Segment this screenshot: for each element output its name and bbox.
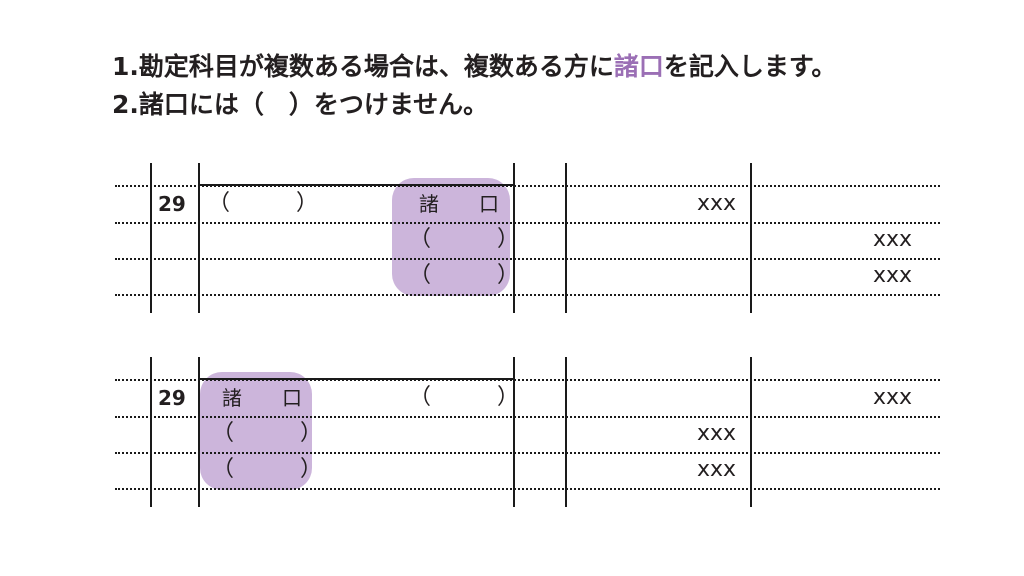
credit-account-row-2: （ ） [409,263,520,288]
ledger-table-1: 29 （ ） 諸 口 （ ） （ ） xxx xxx xxx [0,163,1024,313]
credit-amount-row-1: xxx [873,227,913,252]
row-rule-1 [115,415,940,418]
column-rule-debit-amount-left [513,357,515,507]
column-rule-debit-amount-right [565,357,567,507]
debit-amount-row-0: xxx [697,191,737,216]
debit-account-row-0: （ ） [208,191,319,216]
credit-amount-row-0: xxx [873,385,913,410]
debit-amount-row-1: xxx [697,421,737,446]
instruction-line-1: 1.勘定科目が複数ある場合は、複数ある方に諸口を記入します。 [112,48,972,86]
instruction-line-2: 2.諸口には（ ）をつけません。 [112,90,489,119]
row-rule-top [115,185,940,187]
debit-account-row-1: （ ） [212,421,323,446]
entry-top-solid-rule [198,184,515,186]
date-cell: 29 [158,386,186,410]
column-rule-credit-amount-left [750,163,752,313]
credit-amount-row-2: xxx [873,263,913,288]
column-rule-account-left [198,357,200,507]
row-rule-top [115,379,940,381]
column-rule-debit-amount-right [565,163,567,313]
row-rule-2 [115,452,940,454]
debit-account-row-2: （ ） [212,457,323,482]
column-rule-credit-amount-left [750,357,752,507]
instruction-heading: 1.勘定科目が複数ある場合は、複数ある方に諸口を記入します。 2.諸口には（ ）… [112,48,972,124]
entry-top-solid-rule [198,378,515,380]
date-cell: 29 [158,192,186,216]
column-rule-debit-amount-left [513,163,515,313]
instruction-line-1-text-a: 1.勘定科目が複数ある場合は、複数ある方に [112,52,614,81]
credit-account-row-0: （ ） [409,385,520,410]
shokuchi-highlight-credit [392,178,510,296]
shokuchi-highlight-debit [200,372,312,490]
instruction-line-1-text-b: を記入します。 [663,52,837,81]
row-rule-1 [115,221,940,224]
credit-account-row-1: （ ） [409,227,520,252]
row-rule-bottom [115,488,940,490]
column-rule-account-left [198,163,200,313]
shokuchi-accent-term: 諸口 [613,52,664,81]
debit-amount-row-2: xxx [697,457,737,482]
row-rule-bottom [115,294,940,296]
column-rule-date-left [150,163,152,313]
ledger-table-2: 29 諸 口 （ ） （ ） （ ） xxx xxx xxx [0,357,1024,507]
credit-account-row-0: 諸 口 [419,192,509,216]
column-rule-date-left [150,357,152,507]
row-rule-2 [115,258,940,260]
debit-account-row-0: 諸 口 [222,386,312,410]
